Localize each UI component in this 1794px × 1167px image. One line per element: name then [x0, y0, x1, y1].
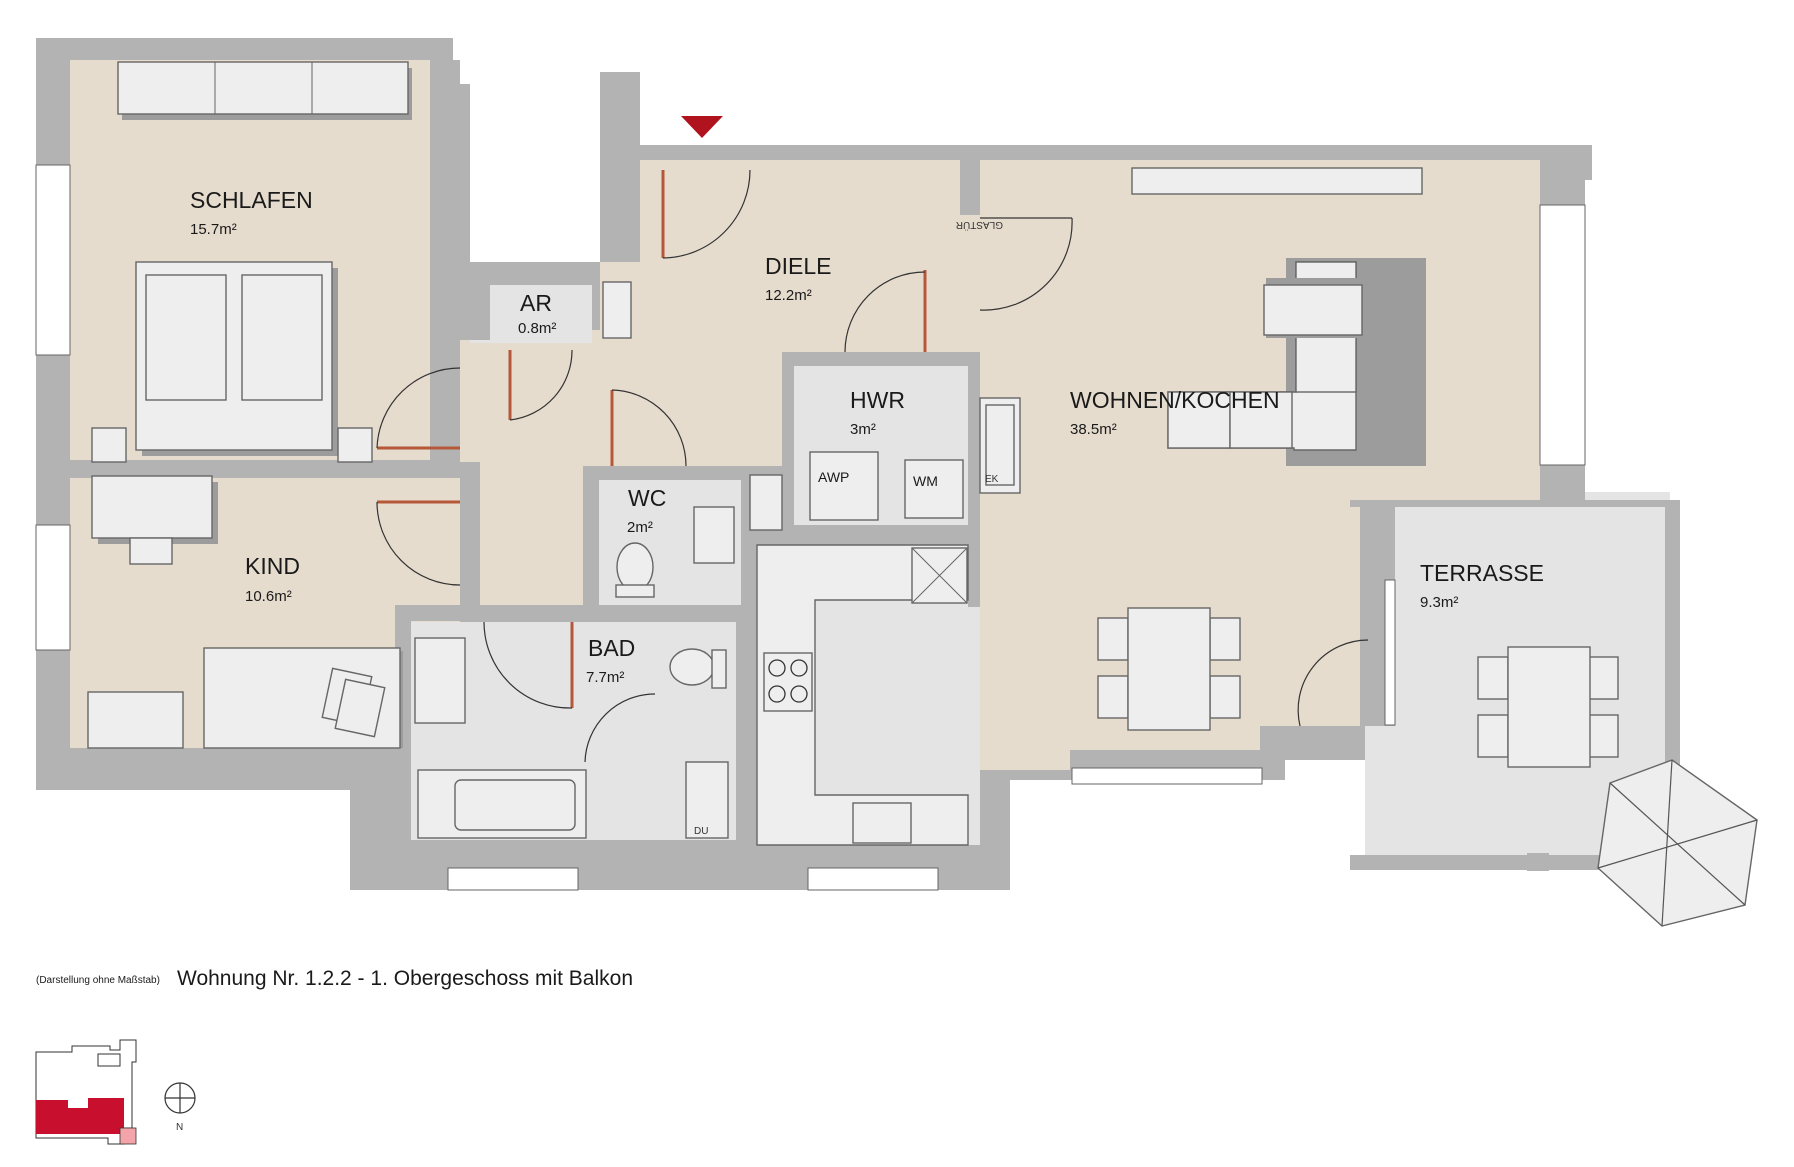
awp-unit — [809, 451, 879, 521]
doors — [376, 169, 1369, 763]
coffee-table — [1263, 284, 1363, 336]
area-bad: 7.7m² — [586, 669, 624, 686]
entrance-marker — [681, 116, 723, 138]
floor-diele-top — [640, 160, 980, 352]
label-glastur: GLASTÜR — [956, 219, 1003, 231]
kids-shelf — [87, 691, 184, 749]
kids-desk — [91, 475, 213, 539]
area-hwr: 3m² — [850, 421, 876, 438]
keyplan-highlight — [36, 1098, 124, 1134]
label-du: DU — [694, 826, 708, 837]
label-kind: KIND — [245, 553, 300, 579]
floor-diele-core — [460, 330, 780, 470]
plan-title: Wohnung Nr. 1.2.2 - 1. Obergeschoss mit … — [177, 967, 633, 990]
kitchen-sink — [852, 802, 912, 844]
area-ar: 0.8m² — [518, 320, 556, 337]
area-wc: 2m² — [627, 519, 653, 536]
label-ek: EK — [985, 474, 999, 485]
area-schlafen: 15.7m² — [190, 221, 237, 238]
bad-toilet — [669, 648, 715, 686]
terrace-table — [1507, 646, 1591, 768]
furniture — [87, 61, 1758, 927]
windows — [35, 164, 1586, 891]
label-diele: DIELE — [765, 253, 831, 279]
label-wm: WM — [913, 473, 938, 489]
area-kind: 10.6m² — [245, 588, 292, 605]
terrace-post — [1527, 853, 1549, 871]
label-wc: WC — [628, 485, 666, 511]
label-wohnen: WOHNEN/KOCHEN — [1070, 387, 1280, 413]
parasol — [1597, 759, 1758, 927]
floor-ar — [470, 285, 592, 343]
label-awp: AWP — [818, 469, 849, 485]
kitchen-counter — [756, 544, 969, 846]
label-terrasse: TERRASSE — [1420, 560, 1544, 586]
toilet — [616, 542, 654, 592]
area-diele: 12.2m² — [765, 287, 812, 304]
area-terrasse: 9.3m² — [1420, 594, 1458, 611]
bad-sink — [414, 637, 466, 724]
cooktop — [763, 652, 813, 712]
keyplan: N — [35, 1039, 196, 1145]
wc-sink — [693, 506, 735, 564]
area-wohnen: 38.5m² — [1070, 421, 1117, 438]
north-label: N — [176, 1122, 183, 1133]
sideboard — [1131, 167, 1423, 195]
dining-table — [1127, 607, 1211, 731]
label-hwr: HWR — [850, 387, 905, 413]
label-ar: AR — [520, 290, 552, 316]
wm-unit — [904, 459, 964, 519]
wardrobe — [117, 61, 409, 115]
label-schlafen: SCHLAFEN — [190, 187, 313, 213]
shower — [685, 761, 729, 839]
scale-note: (Darstellung ohne Maßstab) — [36, 975, 160, 986]
label-bad: BAD — [588, 635, 635, 661]
room-labels: SCHLAFEN 15.7m² DIELE 12.2m² AR 0.8m² HW… — [190, 187, 1544, 837]
